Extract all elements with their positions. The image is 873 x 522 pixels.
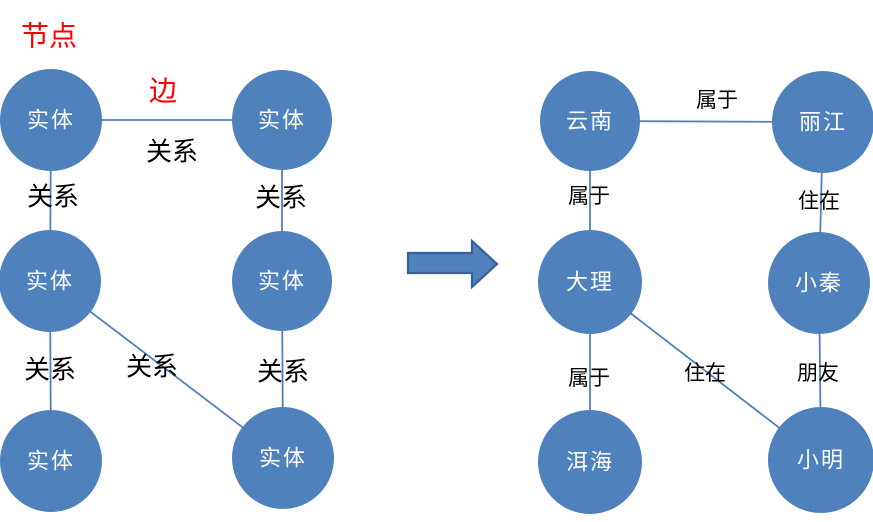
transform-arrow-icon (406, 238, 499, 290)
node-circle-n1 (0, 69, 102, 171)
node-label-lijiang: 丽江 (799, 110, 847, 135)
node-circle-lijiang (772, 71, 873, 173)
edge-label-yunnan-lijiang: 属于 (696, 88, 738, 112)
edge-label-dali-xiaoming: 住在 (684, 361, 726, 385)
node-label-erhai: 洱海 (566, 450, 614, 475)
edge-label-n3-n6: 关系 (126, 353, 178, 382)
edge-label-yunnan-dali: 属于 (568, 184, 610, 208)
edge-label-n3-n5: 关系 (24, 356, 76, 385)
node-label-n2: 实体 (258, 108, 306, 133)
node-circle-n4 (232, 231, 332, 331)
edge-label-n2-n4: 关系 (255, 184, 307, 213)
node-circle-xiaoming (768, 407, 873, 513)
node-circle-xiaoqin (768, 232, 870, 334)
node-label-xiaoming: 小明 (797, 448, 845, 473)
node-label-n6: 实体 (259, 446, 307, 471)
edge-label-n1-n2: 关系 (146, 138, 198, 167)
node-label-yunnan: 云南 (566, 109, 614, 134)
node-label-dali: 大理 (566, 270, 614, 295)
right-graph: 云南丽江大理小秦洱海小明属于属于住在属于朋友住在 (538, 71, 873, 514)
node-circle-yunnan (540, 71, 640, 171)
node-circle-dali (538, 230, 642, 334)
node-label-xiaoqin: 小秦 (795, 271, 843, 296)
node-circle-n3 (0, 230, 101, 332)
node-label-n4: 实体 (258, 269, 306, 294)
edge-callout: 边 (149, 77, 177, 108)
left-graph: 实体实体实体实体实体实体关系关系关系关系关系关系 (0, 69, 334, 512)
node-label-n1: 实体 (27, 108, 75, 133)
node-label-n5: 实体 (27, 449, 75, 474)
node-label-n3: 实体 (26, 269, 74, 294)
edge-label-n1-n3: 关系 (27, 183, 79, 212)
edge-label-xiaoqin-xiaoming: 朋友 (797, 361, 839, 385)
node-circle-n5 (0, 410, 102, 512)
node-circle-n6 (232, 407, 334, 509)
edge-label-n4-n6: 关系 (257, 358, 309, 387)
node-circle-erhai (538, 410, 642, 514)
node-circle-n2 (232, 70, 332, 170)
edge-label-dali-erhai: 属于 (568, 366, 610, 390)
edge-label-lijiang-xiaoqin: 住在 (798, 189, 840, 213)
node-callout: 节点 (21, 21, 77, 53)
